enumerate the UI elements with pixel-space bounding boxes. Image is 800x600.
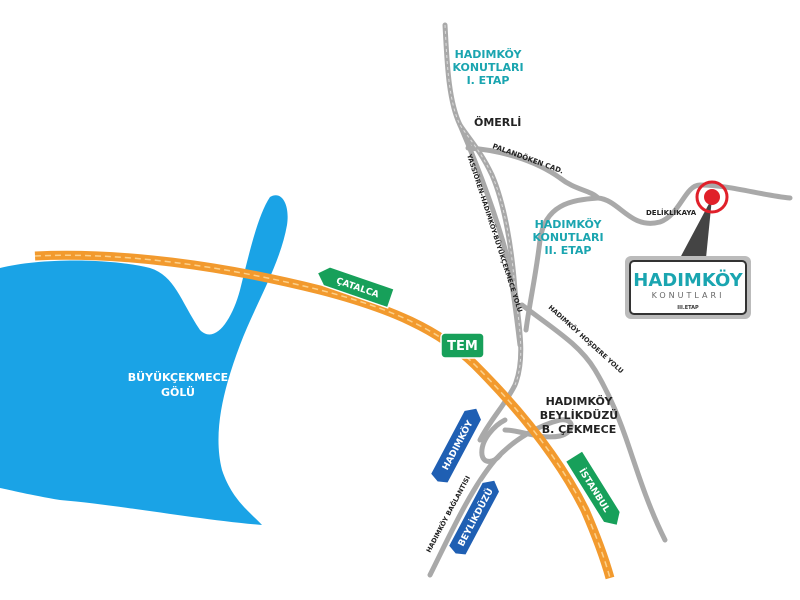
lake	[0, 195, 288, 525]
sign-istanbul: İSTANBUL	[564, 449, 622, 527]
project-logo: HADIMKÖY KONUTLARI III.ETAP	[625, 256, 751, 319]
road-hosdere	[519, 302, 668, 543]
etap2-line2: KONUTLARI	[532, 231, 603, 244]
marker-pointer	[680, 198, 712, 258]
logo-title: HADIMKÖY	[633, 269, 743, 291]
palandoken-label: PALANDÖKEN CAD.	[491, 141, 564, 175]
lake-label-line1: BÜYÜKÇEKMECE	[128, 370, 228, 384]
sign-tem-text: TEM	[447, 339, 478, 354]
junction-line3: B. ÇEKMECE	[542, 423, 617, 436]
road-yassioren	[457, 122, 523, 348]
omerli-label: ÖMERLİ	[474, 115, 521, 129]
hosdere-label: HADIMKÖY HOŞDERE YOLU	[547, 303, 626, 375]
etap1-line2: KONUTLARI	[452, 61, 523, 74]
road-baglantisi	[427, 417, 574, 578]
road-loop	[479, 417, 508, 464]
lake-label-line2: GÖLÜ	[161, 385, 195, 399]
junction-line2: BEYLİKDÜZÜ	[540, 408, 618, 422]
deliklikaya-label: DELİKLİKAYA	[646, 208, 697, 217]
road-etap2	[523, 195, 601, 333]
road-palandoken	[465, 145, 793, 226]
etap1-line1: HADIMKÖY	[455, 47, 523, 61]
etap2-line3: II. ETAP	[545, 244, 592, 257]
logo-subtitle: KONUTLARI	[652, 291, 725, 300]
etap1-line3: I. ETAP	[467, 74, 510, 87]
etap2-line1: HADIMKÖY	[535, 217, 603, 231]
sign-tem: TEM	[440, 332, 485, 359]
logo-etap: III.ETAP	[677, 305, 699, 311]
sign-hadimkoy: HADIMKÖY	[429, 407, 483, 485]
location-marker-dot[interactable]	[704, 189, 720, 205]
location-marker-ring[interactable]	[695, 180, 729, 214]
junction-line1: HADIMKÖY	[546, 394, 614, 408]
